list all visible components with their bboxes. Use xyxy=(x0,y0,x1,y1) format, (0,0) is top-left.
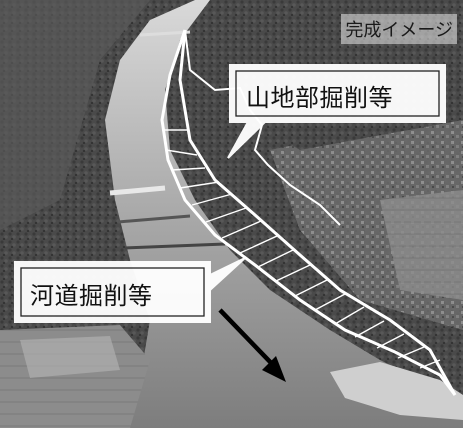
image-title: 完成イメージ xyxy=(341,14,457,44)
sandbar xyxy=(330,362,463,420)
excavation-outline xyxy=(160,29,457,396)
callout-mountain-label: 山地部掘削等 xyxy=(246,84,393,112)
weir-bridge xyxy=(109,185,166,196)
bridge xyxy=(117,214,191,224)
callout-river-label: 河道掘削等 xyxy=(30,282,153,310)
callout-river xyxy=(14,257,246,323)
flow-direction-arrow-icon xyxy=(218,308,286,382)
bridge xyxy=(124,242,226,250)
callout-mountain xyxy=(227,64,446,159)
